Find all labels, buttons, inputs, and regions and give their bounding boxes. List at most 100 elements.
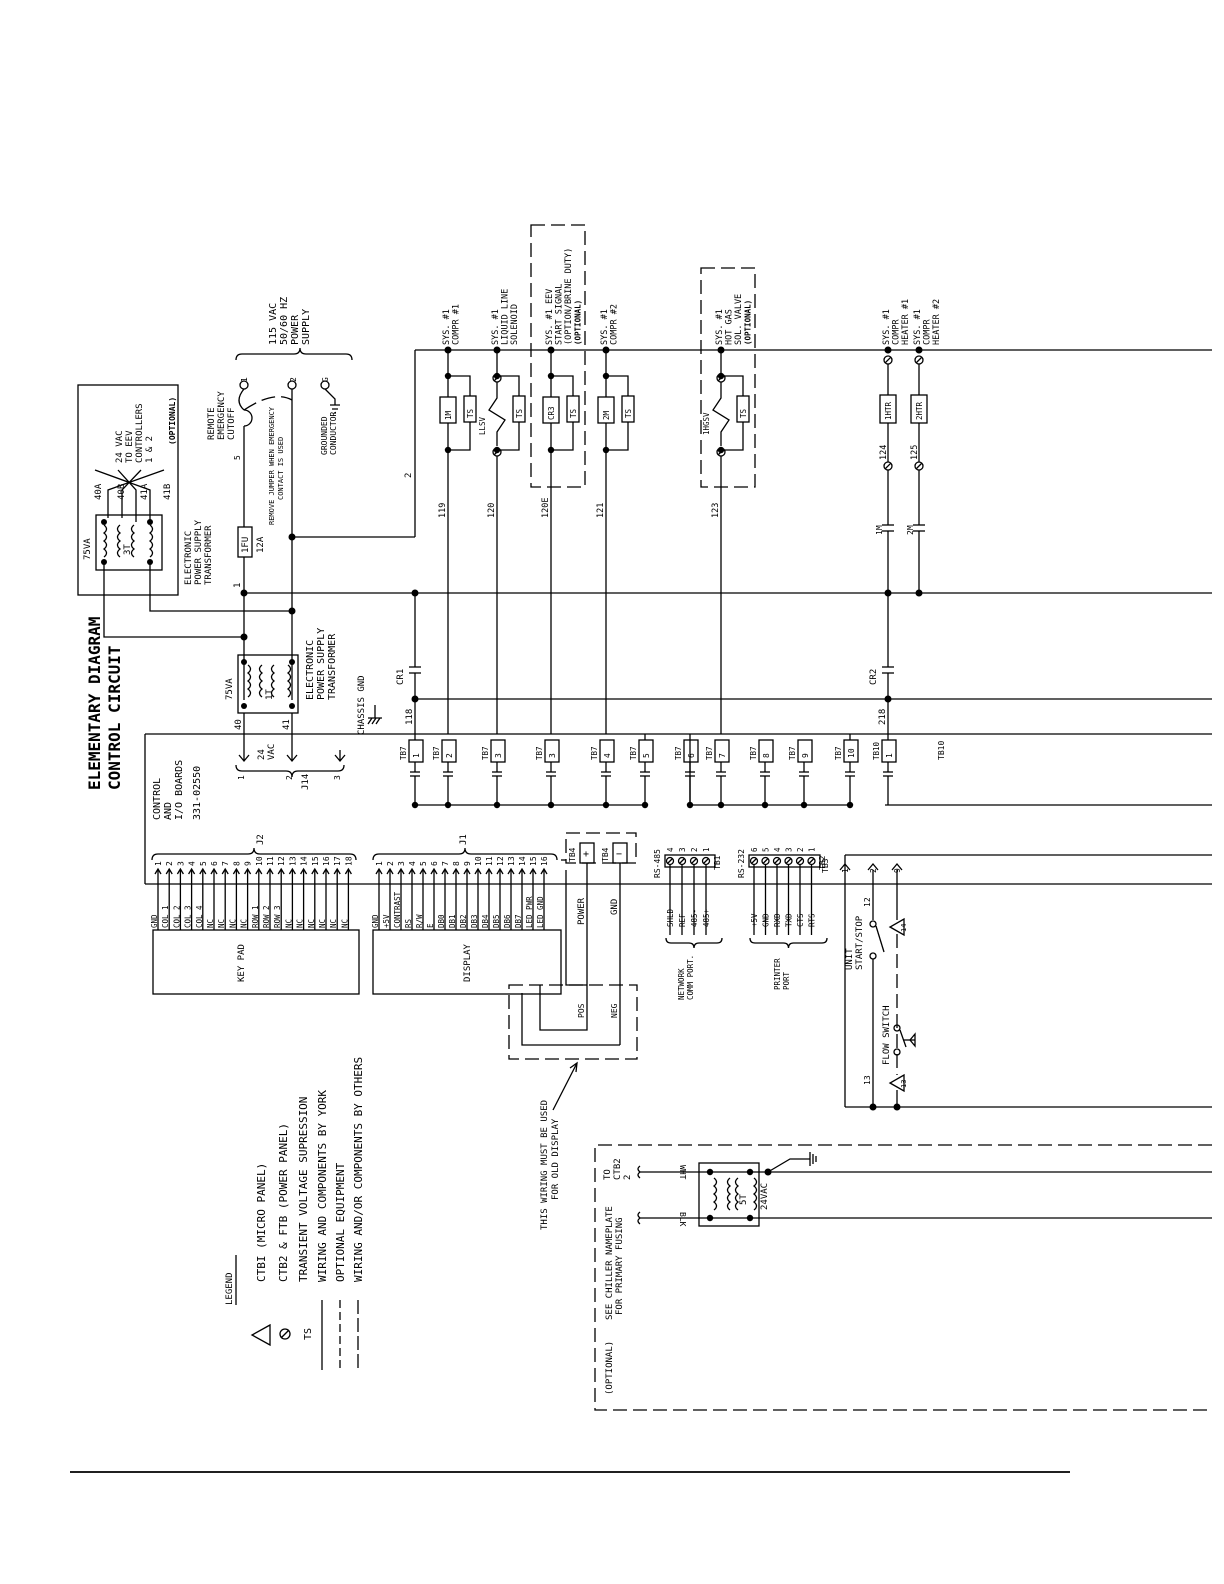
ts-label: TS bbox=[624, 408, 633, 418]
rs485-signal-2: REF bbox=[678, 913, 687, 927]
tb10-terminal-number: 1 bbox=[885, 753, 894, 758]
display-pin-6: 6 bbox=[430, 861, 439, 866]
display-pin-arrow-4 bbox=[408, 867, 416, 875]
t3-wire-41b: 41B bbox=[163, 484, 173, 500]
ts-wire bbox=[606, 375, 629, 396]
display-pin-arrow-5 bbox=[419, 867, 427, 875]
keypad-pin-arrow-6 bbox=[210, 867, 218, 875]
aux-contact-label-6: 1M bbox=[875, 525, 884, 535]
circle-terminal-icon bbox=[279, 1328, 291, 1340]
terminal-g: G bbox=[321, 377, 330, 382]
jumper-note-1: REMOVE JUMPER WHEN EMERGENCY bbox=[268, 406, 276, 525]
wire-41: 41 bbox=[282, 719, 292, 730]
keypad-signal-14: NC bbox=[296, 919, 305, 928]
display-signal-3: CONTRAST bbox=[393, 891, 402, 928]
rs232-brace bbox=[749, 937, 828, 949]
rs232-screw-slot-1 bbox=[808, 858, 815, 864]
io-board-label: CONTROL AND I/O BOARDS 331-02550 bbox=[152, 760, 203, 820]
rs485-brace bbox=[665, 937, 723, 949]
keypad-pin-arrow-2 bbox=[165, 867, 173, 875]
display-signal-14: DB7 bbox=[514, 914, 523, 928]
tb7-label-11: TB7 bbox=[834, 746, 843, 760]
rs485-label-2: COMM PORT. bbox=[686, 955, 695, 1000]
pos-label: POS bbox=[577, 1003, 586, 1018]
solenoid-coil-5 bbox=[712, 382, 730, 446]
rs485-label-1: NETWORK bbox=[677, 968, 686, 1000]
rs485-tb-label: TB1 bbox=[713, 855, 722, 870]
keypad-pin-10: 10 bbox=[255, 856, 264, 866]
grounded-conductor-1: GROUNDED bbox=[320, 416, 329, 455]
display-signal-4: RS bbox=[404, 918, 413, 928]
tb7-terminal-number-6: 5 bbox=[642, 753, 651, 758]
keypad-pin-7: 7 bbox=[221, 861, 230, 866]
main-bus-lines bbox=[144, 349, 1212, 885]
keypad-pin-2: 2 bbox=[165, 861, 174, 866]
rs232-signal-6: RTS bbox=[808, 913, 817, 927]
solenoid-coil-2 bbox=[488, 382, 506, 446]
terminal-slash bbox=[493, 448, 501, 456]
jumper-note-2: CONTACT IS USED bbox=[277, 437, 285, 500]
rs485-signal-1: SHLD bbox=[666, 908, 675, 927]
tri-14-label: 14 bbox=[900, 924, 908, 932]
load-label-1-2: COMPR #1 bbox=[452, 304, 462, 345]
rs485-screw-4 bbox=[665, 856, 675, 866]
rs232-signal-5: CTS bbox=[796, 913, 805, 927]
rs232-pin-1: 1 bbox=[808, 847, 817, 852]
ctb1-terminal-13-icon bbox=[888, 1073, 905, 1093]
rs232-screw-2 bbox=[795, 856, 805, 866]
wire-12-label: 12 bbox=[863, 897, 872, 907]
keypad-pin-arrow-1 bbox=[154, 867, 162, 875]
board-label-2: AND bbox=[163, 802, 174, 820]
tb7-label-2: TB7 bbox=[432, 746, 441, 760]
load-label-7-2: COMPR bbox=[923, 319, 933, 345]
display-pin-3: 3 bbox=[397, 861, 406, 866]
display-signal-11: DB4 bbox=[481, 914, 490, 928]
t3-eev-label-4: 1 & 2 bbox=[145, 436, 155, 463]
display-section: DISPLAY J1 + − TB4 TB4 POWER GND POS NEG… bbox=[371, 832, 638, 1230]
load-label-6-3: HEATER #1 bbox=[901, 299, 911, 345]
tri-13-label: 13 bbox=[900, 1080, 908, 1088]
tb7-terminal-9 bbox=[758, 739, 774, 763]
ctb2-to-1: TO bbox=[603, 1169, 613, 1180]
j2-label: J2 bbox=[256, 834, 266, 845]
load-label-5-2: HOT GAS bbox=[725, 309, 735, 345]
terminal-slash bbox=[493, 374, 501, 382]
vac-label-2: VAC bbox=[267, 744, 277, 760]
display-pin-arrow-14 bbox=[518, 867, 526, 875]
display-pin-arrow-9 bbox=[463, 867, 471, 875]
supply-label-1: 115 VAC bbox=[268, 303, 279, 345]
ctb2-transformer-section: WHT BLK 5T 24VAC TO CTB2 2 (OPTIONAL) SE… bbox=[594, 1144, 1212, 1411]
ts-label: TS bbox=[466, 408, 475, 418]
supply-label-4: SUPPLY bbox=[301, 309, 312, 345]
ctb2-terminal-icon bbox=[883, 355, 893, 365]
rs232-pin-2: 2 bbox=[796, 847, 805, 852]
vac-label-1: 24 bbox=[257, 749, 267, 760]
board-label-1: CONTROL bbox=[152, 778, 163, 820]
display-pin-arrow-15 bbox=[529, 867, 537, 875]
ctb2-optional: (OPTIONAL) bbox=[605, 1341, 615, 1395]
tb7-terminal-3 bbox=[490, 739, 506, 763]
tb3-pin-1: 1 bbox=[841, 868, 850, 873]
board-label-4: 331-02550 bbox=[192, 766, 203, 820]
keypad-signal-16: NC bbox=[318, 919, 327, 928]
wire-120-label: 120 bbox=[487, 503, 497, 518]
keypad-pin-17: 17 bbox=[333, 856, 342, 866]
ts-wire bbox=[551, 422, 574, 451]
t3-eev-label-3: CONTROLLERS bbox=[135, 403, 145, 463]
display-pin-10: 10 bbox=[474, 856, 483, 866]
tb7-terminal-number-5: 4 bbox=[603, 753, 612, 758]
tb7-terminal-8 bbox=[714, 739, 730, 763]
keypad-pin-arrow-7 bbox=[221, 867, 229, 875]
keypad-pin-arrow-9 bbox=[244, 867, 252, 875]
t5-id: 5T bbox=[739, 1194, 749, 1205]
display-pin-15: 15 bbox=[529, 856, 538, 866]
t3-wire-40b: 40B bbox=[117, 484, 127, 500]
tb7-terminal-number-10: 9 bbox=[801, 753, 810, 758]
rs232-screw-slot-4 bbox=[774, 858, 780, 864]
ts-wire bbox=[497, 375, 520, 396]
legend: LEGEND TS CTBI (MICRO PANEL)CTB2 & FTB (… bbox=[225, 1057, 365, 1370]
